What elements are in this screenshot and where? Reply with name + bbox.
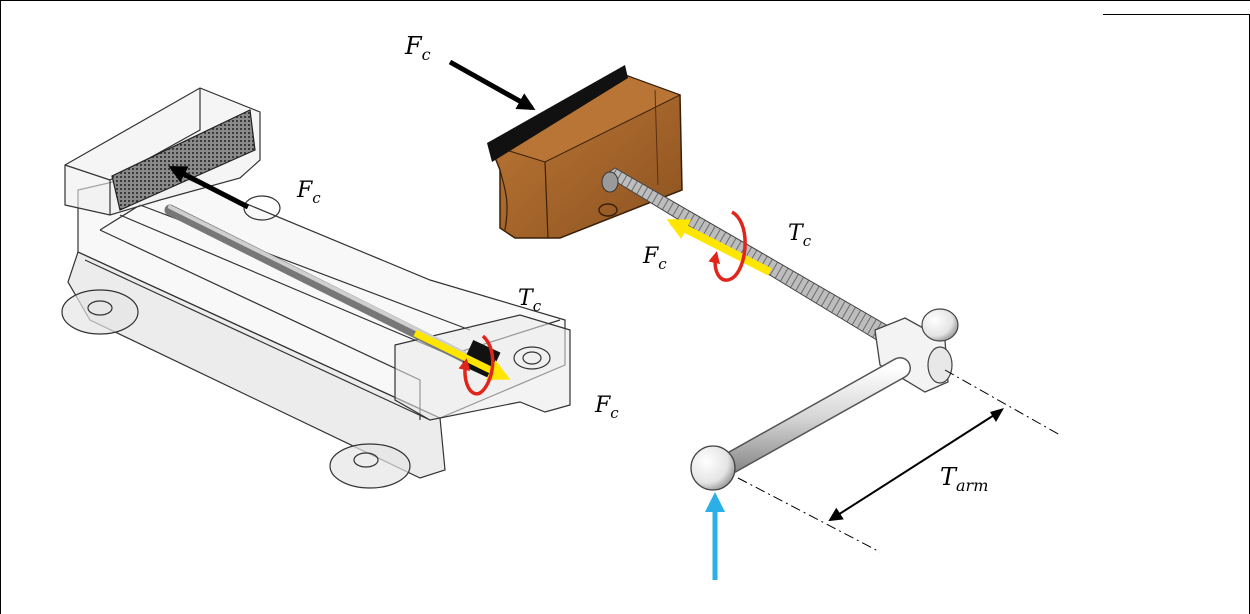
label-tc-left: Tc: [518, 286, 542, 315]
vise-handle: [690, 308, 959, 491]
movable-jaw: [487, 65, 683, 239]
centerline-handle-end: [737, 477, 881, 553]
label-fc-top: Fc: [404, 32, 431, 64]
label-fc-left: Fc: [296, 178, 321, 207]
axial-arrow-body: [413, 329, 511, 381]
vise-body: [61, 87, 571, 489]
arm-dimension-line: [828, 409, 1003, 522]
torque-arrow-body: [458, 334, 495, 396]
force-arrow-movable-jaw: [448, 59, 536, 111]
label-t-arm: Tarm: [940, 463, 988, 495]
centerline-screw-axis: [944, 369, 1061, 436]
axial-arrow-screw: [666, 218, 772, 276]
label-fc-bottom: Fc: [594, 393, 619, 422]
label-fc-screw: Fc: [642, 244, 667, 273]
torque-arrow-screw: [708, 210, 747, 282]
force-arrow-fixed-jaw: [168, 165, 250, 210]
label-tc-screw: Tc: [788, 221, 812, 250]
